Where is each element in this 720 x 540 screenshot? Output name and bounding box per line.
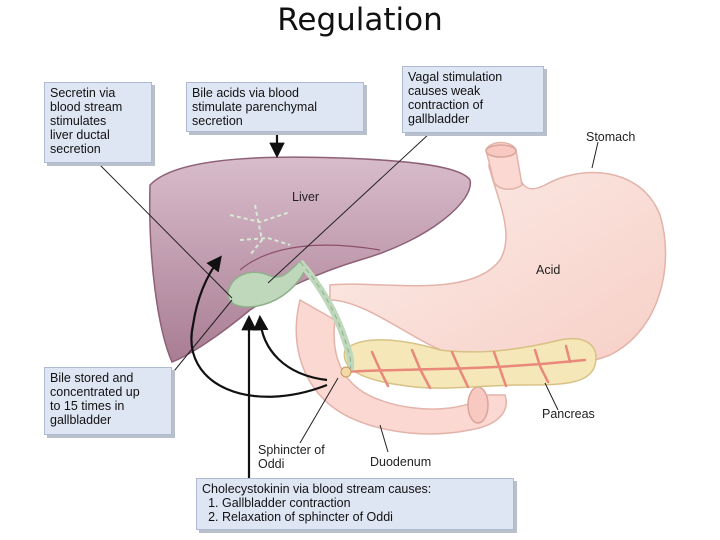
label-duodenum: Duodenum (370, 455, 432, 469)
common-bile-duct-outline (299, 261, 352, 371)
label-acid: Acid (536, 263, 561, 277)
regulation-arrows (190, 132, 328, 480)
intrahepatic-bile-ducts (229, 204, 291, 256)
cck-heading: Cholecystokinin via blood stream causes: (202, 482, 432, 496)
cck-effect-item: Relaxation of sphincter of Oddi (222, 510, 508, 524)
slide-title: Regulation (277, 2, 443, 38)
label-pancreas: Pancreas (542, 407, 595, 421)
label-liver: Liver (292, 190, 320, 204)
arrow-duct-to-gallbladder (253, 314, 328, 382)
callout-cholecystokinin: Cholecystokinin via blood stream causes:… (196, 478, 514, 530)
callout-bile-acids: Bile acids via blood stimulate parenchym… (186, 82, 364, 132)
label-sphincter-of-oddi: Sphincter of Oddi (258, 443, 325, 471)
pancreas-shape (343, 338, 597, 389)
callout-secretin: Secretin via blood stream stimulates liv… (44, 82, 152, 163)
liver-shape (149, 156, 472, 363)
pancreatic-vessels (343, 344, 587, 390)
duodenum-end (467, 386, 489, 424)
liver-vessel (239, 244, 381, 271)
callout-vagal-stimulation: Vagal stimulation causes weak contractio… (402, 66, 544, 133)
duodenum-shape (295, 298, 507, 435)
label-stomach: Stomach (586, 130, 636, 144)
callout-bile-stored: Bile stored and concentrated up to 15 ti… (44, 367, 172, 435)
cck-effect-item: Gallbladder contraction (222, 496, 508, 510)
arrow-bile-return-to-liver (190, 255, 328, 398)
sphincter-of-oddi-shape (340, 366, 352, 378)
cck-effects-list: Gallbladder contraction Relaxation of sp… (202, 496, 508, 524)
esophagus-opening (485, 144, 517, 158)
